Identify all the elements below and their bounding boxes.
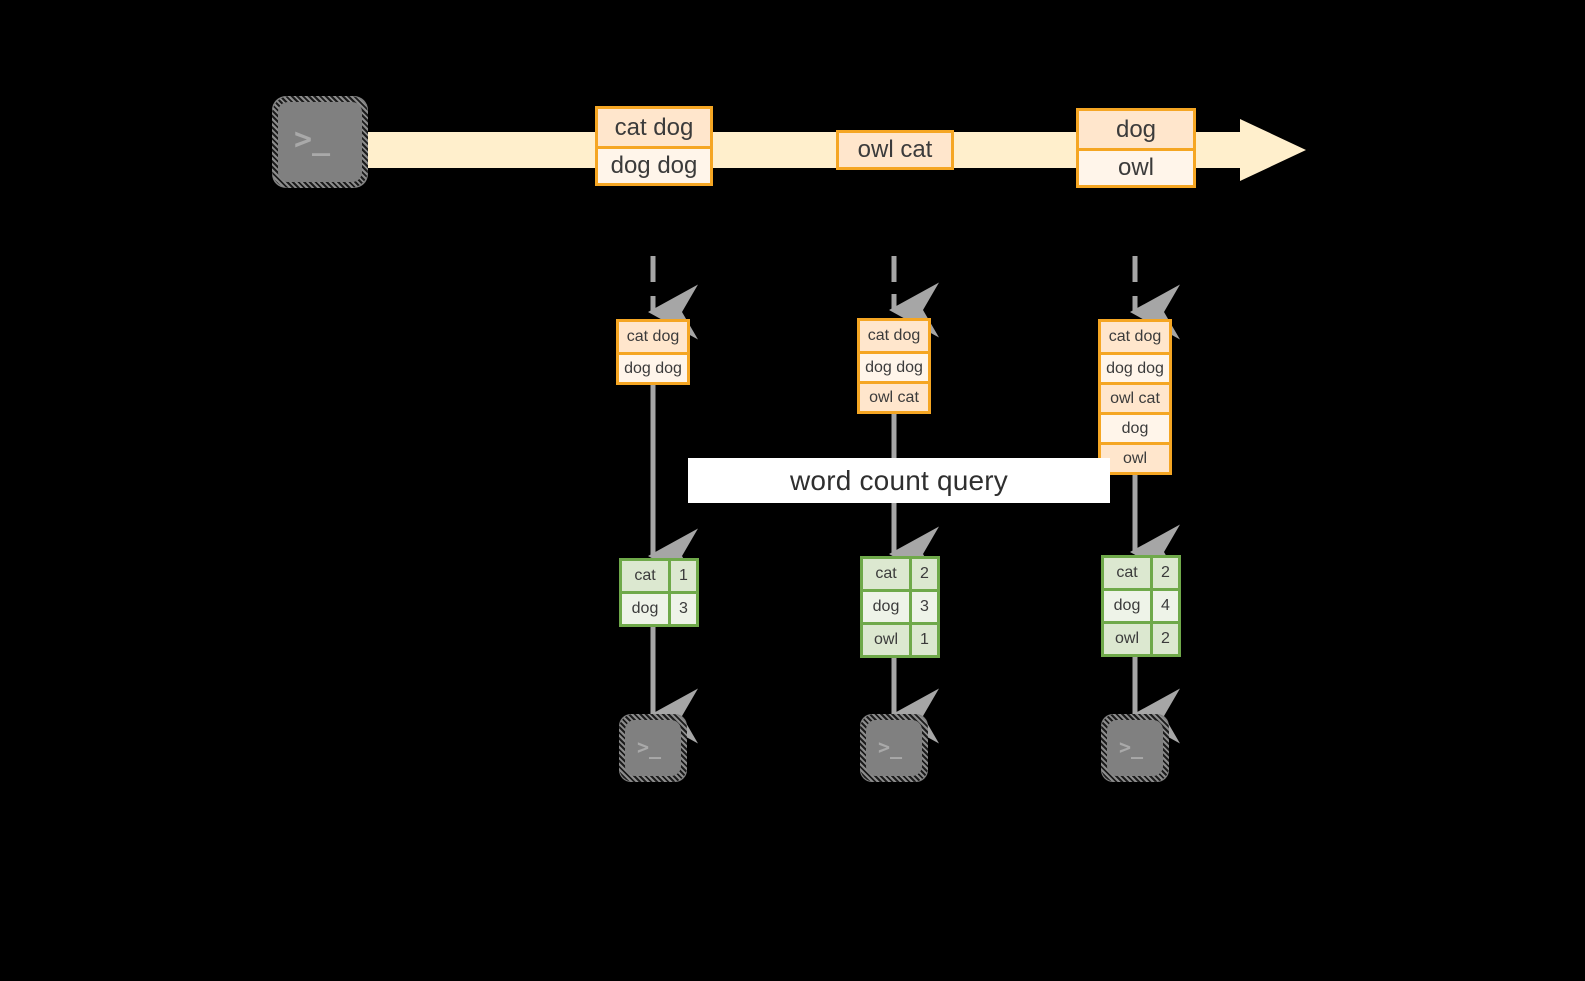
- table-row: cat 2: [863, 559, 937, 589]
- stream-batch-1: cat dog dog dog: [595, 106, 713, 186]
- input-state-line: owl cat: [860, 381, 928, 411]
- input-state-1: cat dog dog dog: [616, 319, 690, 385]
- result-table-2: cat 2 dog 3 owl 1: [860, 556, 940, 658]
- result-word: dog: [863, 592, 909, 622]
- stream-batch-3: dog owl: [1076, 108, 1196, 188]
- stream-batch-line: dog dog: [598, 146, 710, 183]
- result-count: 2: [1150, 558, 1178, 588]
- input-state-3: cat dog dog dog owl cat dog owl: [1098, 319, 1172, 475]
- table-row: owl 1: [863, 622, 937, 655]
- result-word: cat: [622, 561, 668, 591]
- input-state-line: cat dog: [619, 322, 687, 352]
- table-row: cat 1: [622, 561, 696, 591]
- terminal-prompt-glyph: >_: [637, 735, 662, 759]
- input-state-line: owl cat: [1101, 382, 1169, 412]
- stream-to-state-connectors: [648, 256, 1180, 340]
- query-label-text: word count query: [790, 464, 1008, 496]
- terminal-screen: >_: [866, 720, 922, 776]
- result-count: 2: [1150, 624, 1178, 654]
- result-word: cat: [1104, 558, 1150, 588]
- stream-batch-line: owl: [1079, 148, 1193, 185]
- result-word: dog: [622, 594, 668, 624]
- input-state-line: owl: [1101, 442, 1169, 472]
- result-count: 2: [909, 559, 937, 589]
- stream-batch-line: owl cat: [839, 133, 951, 167]
- result-count: 3: [668, 594, 696, 624]
- result-to-sink-connectors: [648, 622, 1180, 744]
- result-count: 3: [909, 592, 937, 622]
- result-count: 4: [1150, 591, 1178, 621]
- source-terminal-icon: >_: [272, 96, 368, 188]
- input-state-2: cat dog dog dog owl cat: [857, 318, 931, 414]
- input-state-line: dog: [1101, 412, 1169, 442]
- input-state-line: dog dog: [619, 352, 687, 382]
- terminal-prompt-glyph: >_: [1119, 735, 1144, 759]
- table-row: dog 3: [622, 591, 696, 624]
- input-state-line: cat dog: [1101, 322, 1169, 352]
- result-count: 1: [668, 561, 696, 591]
- input-state-line: cat dog: [860, 321, 928, 351]
- input-state-line: dog dog: [860, 351, 928, 381]
- result-table-1: cat 1 dog 3: [619, 558, 699, 627]
- query-label-band: word count query: [688, 458, 1110, 503]
- table-row: dog 4: [1104, 588, 1178, 621]
- terminal-screen: >_: [278, 102, 362, 182]
- terminal-screen: >_: [1107, 720, 1163, 776]
- terminal-prompt-glyph: >_: [878, 735, 903, 759]
- result-table-3: cat 2 dog 4 owl 2: [1101, 555, 1181, 657]
- table-row: owl 2: [1104, 621, 1178, 654]
- terminal-prompt-glyph: >_: [294, 122, 331, 157]
- result-count: 1: [909, 625, 937, 655]
- sink-terminal-icon-1: >_: [619, 714, 687, 782]
- input-state-line: dog dog: [1101, 352, 1169, 382]
- stream-batch-2: owl cat: [836, 130, 954, 170]
- sink-terminal-icon-2: >_: [860, 714, 928, 782]
- result-word: dog: [1104, 591, 1150, 621]
- stream-batch-line: cat dog: [598, 109, 710, 146]
- table-row: dog 3: [863, 589, 937, 622]
- stream-batch-line: dog: [1079, 111, 1193, 148]
- terminal-screen: >_: [625, 720, 681, 776]
- result-word: owl: [1104, 624, 1150, 654]
- result-word: cat: [863, 559, 909, 589]
- result-word: owl: [863, 625, 909, 655]
- table-row: cat 2: [1104, 558, 1178, 588]
- sink-terminal-icon-3: >_: [1101, 714, 1169, 782]
